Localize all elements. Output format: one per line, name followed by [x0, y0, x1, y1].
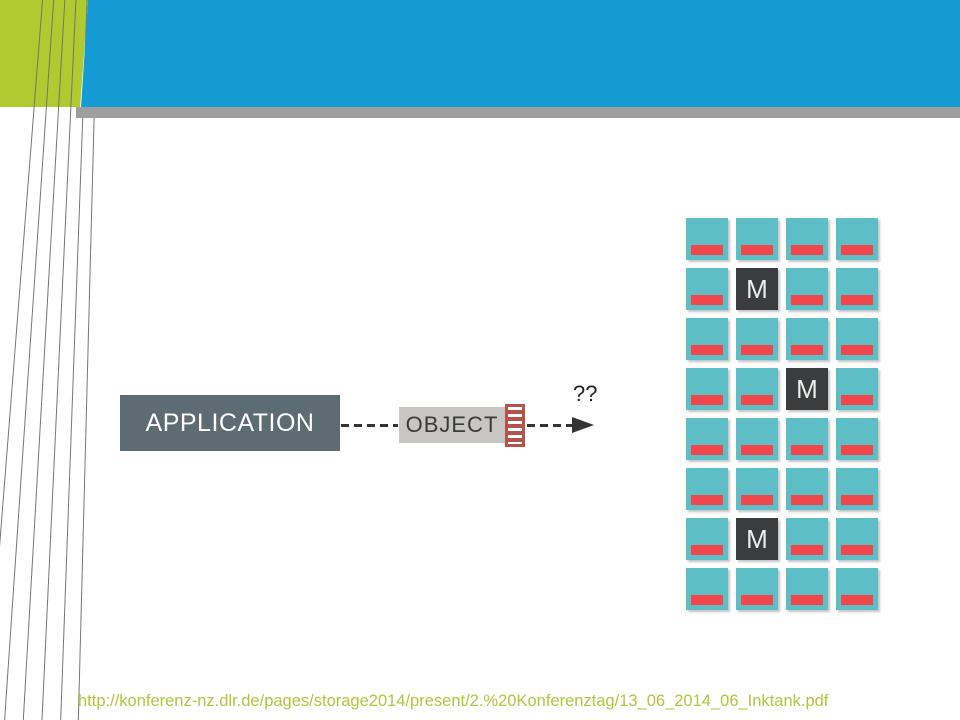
osd-data-bar-icon	[791, 445, 823, 455]
osd-data-bar-icon	[691, 395, 723, 405]
osd-data-bar-icon	[691, 495, 723, 505]
osd-node	[686, 568, 728, 610]
header-underline	[76, 107, 960, 118]
osd-node	[786, 518, 828, 560]
osd-data-bar-icon	[691, 245, 723, 255]
osd-data-bar-icon	[841, 595, 873, 605]
osd-node	[786, 268, 828, 310]
application-label: APPLICATION	[145, 408, 315, 437]
osd-node	[836, 568, 878, 610]
osd-node	[736, 568, 778, 610]
osd-data-bar-icon	[791, 295, 823, 305]
osd-data-bar-icon	[741, 245, 773, 255]
osd-node	[686, 218, 728, 260]
osd-data-bar-icon	[691, 345, 723, 355]
osd-node	[686, 318, 728, 360]
osd-node	[836, 468, 878, 510]
osd-data-bar-icon	[841, 395, 873, 405]
osd-node	[786, 568, 828, 610]
node-grid: M M M	[686, 218, 878, 610]
arrowhead-icon	[572, 417, 594, 433]
osd-data-bar-icon	[841, 545, 873, 555]
osd-data-bar-icon	[791, 345, 823, 355]
osd-node	[686, 418, 728, 460]
osd-data-bar-icon	[791, 495, 823, 505]
footer-url[interactable]: http://konferenz-nz.dlr.de/pages/storage…	[78, 692, 829, 710]
osd-node	[836, 318, 878, 360]
diagonal-line	[0, 0, 44, 720]
osd-node	[686, 268, 728, 310]
title-bar	[81, 0, 960, 107]
osd-data-bar-icon	[691, 545, 723, 555]
osd-data-bar-icon	[791, 595, 823, 605]
object-box: OBJECT	[399, 407, 505, 443]
osd-data-bar-icon	[841, 245, 873, 255]
osd-data-bar-icon	[691, 445, 723, 455]
osd-data-bar-icon	[791, 545, 823, 555]
osd-data-bar-icon	[691, 595, 723, 605]
osd-data-bar-icon	[741, 345, 773, 355]
osd-data-bar-icon	[741, 495, 773, 505]
osd-node	[786, 218, 828, 260]
application-box: APPLICATION	[120, 395, 340, 451]
osd-node	[736, 368, 778, 410]
osd-data-bar-icon	[691, 295, 723, 305]
object-stripes-icon	[505, 404, 525, 447]
osd-data-bar-icon	[841, 495, 873, 505]
osd-node	[836, 268, 878, 310]
osd-node	[736, 318, 778, 360]
monitor-node: M	[786, 368, 828, 410]
dashed-connector-left	[341, 424, 398, 427]
osd-data-bar-icon	[741, 445, 773, 455]
osd-node	[686, 468, 728, 510]
osd-node	[836, 368, 878, 410]
osd-node	[836, 518, 878, 560]
monitor-node: M	[736, 518, 778, 560]
osd-node	[836, 418, 878, 460]
monitor-node: M	[736, 268, 778, 310]
osd-node	[736, 468, 778, 510]
dashed-connector-right	[527, 424, 573, 427]
osd-data-bar-icon	[841, 295, 873, 305]
osd-node	[736, 218, 778, 260]
osd-node	[786, 468, 828, 510]
osd-data-bar-icon	[841, 345, 873, 355]
osd-data-bar-icon	[791, 245, 823, 255]
osd-data-bar-icon	[741, 595, 773, 605]
osd-node	[686, 368, 728, 410]
osd-node	[686, 518, 728, 560]
osd-data-bar-icon	[741, 395, 773, 405]
osd-node	[786, 318, 828, 360]
osd-node	[736, 418, 778, 460]
question-marks: ??	[573, 381, 598, 406]
osd-node	[836, 218, 878, 260]
object-label: OBJECT	[405, 412, 499, 437]
osd-node	[786, 418, 828, 460]
osd-data-bar-icon	[841, 445, 873, 455]
